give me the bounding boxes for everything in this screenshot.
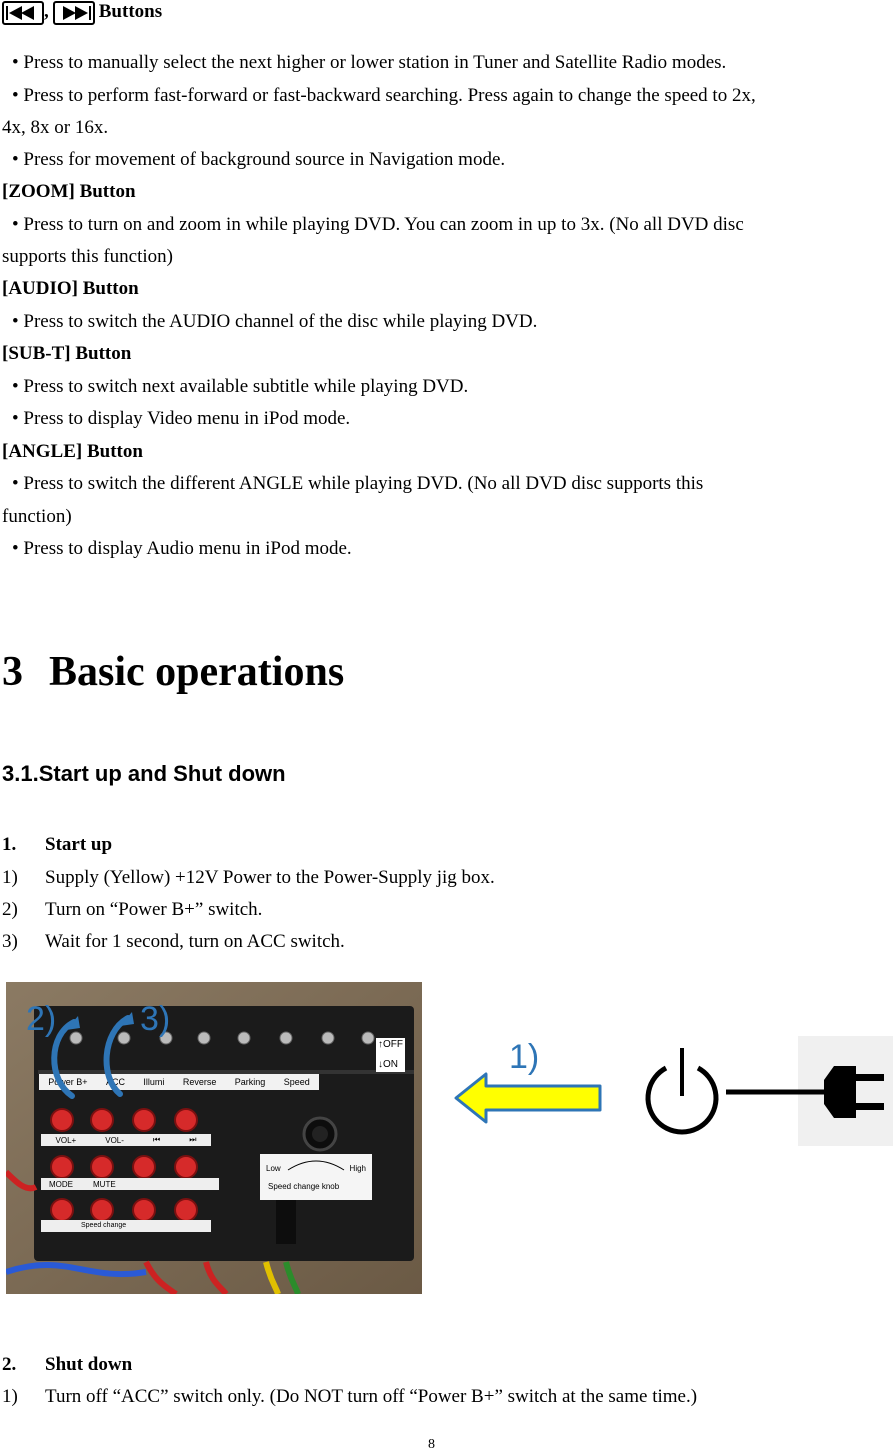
off-label: ↑OFF — [378, 1039, 403, 1050]
speed-change-label: Speed change — [41, 1220, 211, 1232]
button-label-strip-2: MODE MUTE — [41, 1178, 219, 1190]
switch-label-illumi: Illumi — [143, 1077, 165, 1087]
skip-bullet-2a: • Press to perform fast-forward or fast-… — [12, 85, 756, 106]
shutdown-number: 2. — [2, 1354, 17, 1375]
off-on-label: ↑OFF ↓ON — [376, 1038, 405, 1072]
skip-bullet-3: • Press for movement of background sourc… — [12, 149, 506, 170]
switch-label-parking: Parking — [234, 1077, 266, 1087]
left-arrow-icon — [454, 1072, 602, 1124]
power-plug-icon — [726, 1036, 893, 1146]
startup-step-3-text: Wait for 1 second, turn on ACC switch. — [45, 931, 345, 952]
curved-arrow-icons — [51, 1012, 134, 1099]
rewind-icon — [2, 1, 44, 26]
jig-box-photo: ↑OFF ↓ON Power B+ ACC Illumi Reverse Par… — [6, 982, 422, 1294]
button-label-strip-1: VOL+ VOL- ⏮ ⏭ — [41, 1134, 211, 1146]
buttons-heading-label: Buttons — [98, 1, 163, 22]
toggle-switch-row — [6, 1026, 422, 1046]
angle-heading: [ANGLE] Button — [2, 441, 143, 462]
callout-3: 3) — [140, 1000, 171, 1038]
callout-2: 2) — [26, 1000, 57, 1038]
startup-number: 1. — [2, 834, 17, 855]
power-symbol-icon — [645, 1048, 719, 1135]
skip-bullet-1: • Press to manually select the next high… — [12, 52, 727, 73]
chapter-number: 3 — [2, 649, 23, 695]
angle-bullet-1a: • Press to switch the different ANGLE wh… — [12, 473, 704, 494]
audio-bullet-1: • Press to switch the AUDIO channel of t… — [12, 311, 538, 332]
page-number: 8 — [428, 1437, 435, 1452]
startup-heading: Start up — [45, 834, 113, 855]
startup-step-2-number: 2) — [2, 899, 18, 920]
angle-bullet-2: • Press to display Audio menu in iPod mo… — [12, 538, 352, 559]
shutdown-step-1-text: Turn off “ACC” switch only. (Do NOT turn… — [45, 1386, 698, 1407]
section-heading: 3.1.Start up and Shut down — [2, 761, 286, 786]
angle-bullet-1b: function) — [2, 506, 72, 527]
startup-step-1-text: Supply (Yellow) +12V Power to the Power-… — [45, 867, 495, 888]
chapter-heading: 3 Basic operations — [2, 648, 344, 696]
shutdown-heading: Shut down — [45, 1354, 133, 1375]
switch-label-acc: ACC — [105, 1077, 125, 1087]
zoom-bullet-1a: • Press to turn on and zoom in while pla… — [12, 214, 744, 235]
switch-label-reverse: Reverse — [182, 1077, 217, 1087]
startup-step-1-number: 1) — [2, 867, 18, 888]
subt-heading: [SUB-T] Button — [2, 343, 132, 364]
speed-knob-label: Low High Speed change knob — [260, 1154, 372, 1200]
icon-separator: , — [44, 1, 49, 22]
switch-label-speed: Speed — [283, 1077, 310, 1087]
chapter-title: Basic operations — [49, 649, 345, 695]
subt-bullet-2: • Press to display Video menu in iPod mo… — [12, 408, 351, 429]
startup-step-3-number: 3) — [2, 931, 18, 952]
skip-buttons-heading: , Buttons — [2, 1, 162, 27]
red-button-grid — [50, 1108, 198, 1222]
audio-heading: [AUDIO] Button — [2, 278, 139, 299]
switch-label-power: Power B+ — [48, 1077, 88, 1087]
zoom-bullet-1b: supports this function) — [2, 246, 173, 267]
subt-bullet-1: • Press to switch next available subtitl… — [12, 376, 469, 397]
callout-1: 1) — [509, 1038, 540, 1076]
shutdown-step-1-number: 1) — [2, 1386, 18, 1407]
zoom-heading: [ZOOM] Button — [2, 181, 136, 202]
fast-forward-icon — [52, 1, 95, 26]
startup-step-2-text: Turn on “Power B+” switch. — [45, 899, 263, 920]
on-label: ↓ON — [378, 1059, 398, 1070]
skip-bullet-2b: 4x, 8x or 16x. — [2, 117, 109, 138]
